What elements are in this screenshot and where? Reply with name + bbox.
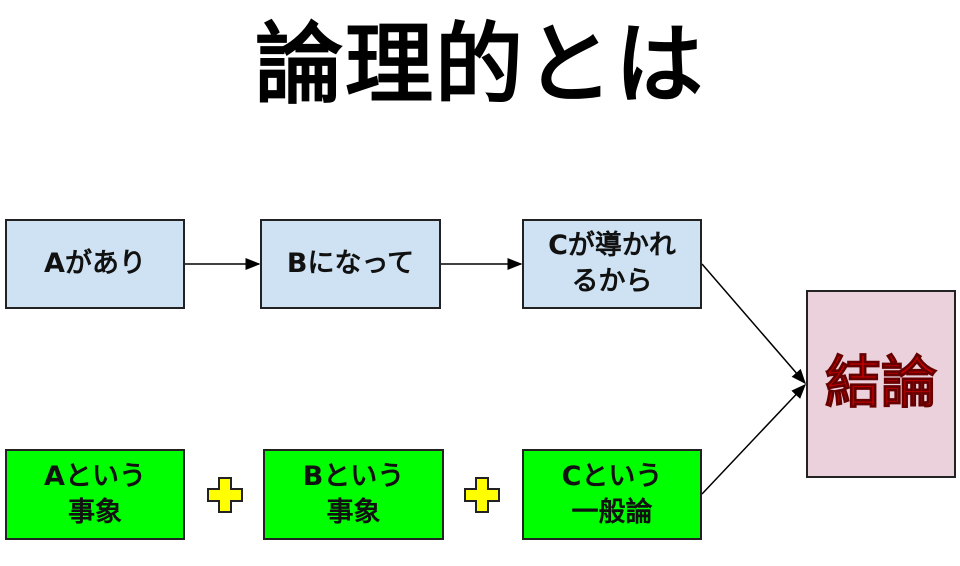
general-c-line1: Cという xyxy=(561,460,663,492)
conclusion-box: 結論 xyxy=(806,290,956,478)
premise-label-c-line1: Cが導かれ xyxy=(548,230,676,261)
fact-a-line1: Aという xyxy=(44,460,146,492)
plus-icon xyxy=(464,477,500,513)
premise-box-b: Bになって xyxy=(260,219,441,309)
premise-label-c-line2: るから xyxy=(571,266,653,297)
premise-label-a: Aがあり xyxy=(44,248,146,279)
fact-box-b: Bという 事象 xyxy=(263,449,444,540)
general-theory-box-c: Cという 一般論 xyxy=(522,449,702,540)
fact-b-line2: 事象 xyxy=(326,496,381,528)
fact-a-line2: 事象 xyxy=(68,496,122,528)
page-title: 論理的とは xyxy=(254,13,705,116)
general-c-line2: 一般論 xyxy=(571,496,653,528)
fact-b-line1: Bという xyxy=(302,460,405,492)
fact-box-a: Aという 事象 xyxy=(5,449,185,540)
premise-label-b: Bになって xyxy=(286,248,415,279)
premise-box-c: Cが導かれ るから xyxy=(522,219,702,309)
arrow-c-to-conclusion xyxy=(701,263,806,385)
plus-icon xyxy=(207,477,243,513)
conclusion-label: 結論 xyxy=(825,351,938,416)
premise-box-a: Aがあり xyxy=(5,219,185,309)
arrow-general-to-conclusion xyxy=(701,383,807,495)
